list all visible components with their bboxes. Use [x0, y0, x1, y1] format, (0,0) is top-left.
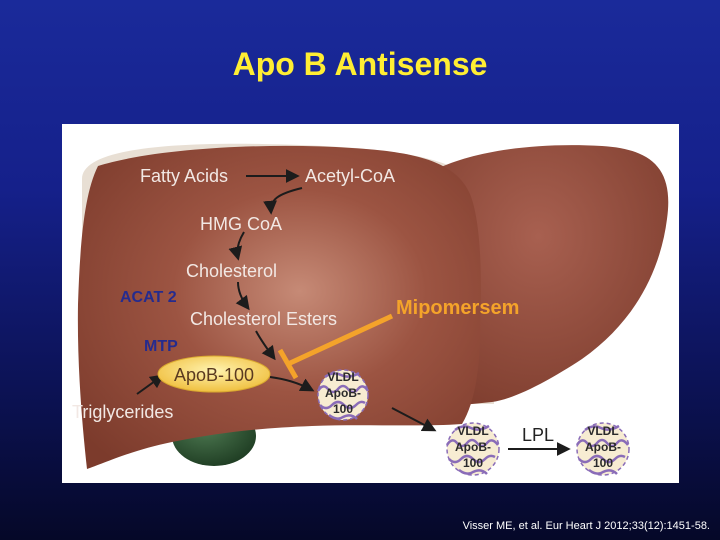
- label-apob100: ApoB-100: [174, 365, 254, 385]
- particle-1-line3: 100: [333, 402, 353, 416]
- label-cholesterol: Cholesterol: [186, 261, 277, 281]
- label-lpl: LPL: [522, 425, 554, 445]
- label-hmg-coa: HMG CoA: [200, 214, 282, 234]
- particle-3-line2: ApoB-: [585, 440, 621, 454]
- liver-diagram: Fatty Acids Acetyl-CoA HMG CoA Cholester…: [62, 124, 679, 483]
- particle-1-line1: VLDL: [327, 370, 358, 384]
- particle-3-line1: VLDL: [587, 424, 618, 438]
- citation: Visser ME, et al. Eur Heart J 2012;33(12…: [463, 520, 710, 532]
- particle-3-line3: 100: [593, 456, 613, 470]
- particle-2-line3: 100: [463, 456, 483, 470]
- particle-2-line2: ApoB-: [455, 440, 491, 454]
- label-mtp: MTP: [144, 338, 178, 355]
- label-acetyl-coa: Acetyl-CoA: [305, 166, 395, 186]
- particle-2-line1: VLDL: [457, 424, 488, 438]
- particle-1-line2: ApoB-: [325, 386, 361, 400]
- label-triglycerides: Triglycerides: [72, 402, 173, 422]
- label-fatty-acids: Fatty Acids: [140, 166, 228, 186]
- slide-title: Apo B Antisense: [0, 46, 720, 83]
- label-cholesterol-esters: Cholesterol Esters: [190, 309, 337, 329]
- diagram-panel: Fatty Acids Acetyl-CoA HMG CoA Cholester…: [62, 124, 679, 483]
- label-acat2: ACAT 2: [120, 289, 177, 306]
- label-mipomersem: Mipomersem: [396, 297, 519, 319]
